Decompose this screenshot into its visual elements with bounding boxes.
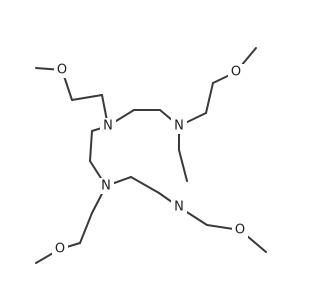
nitrogen-atom-top-right: N (171, 118, 187, 134)
svg-text:O: O (55, 242, 65, 257)
side-chain-bonds (35, 47, 267, 264)
oxygen-atom-top-right: O (228, 64, 244, 80)
bond (71, 94, 103, 101)
svg-text:N: N (103, 119, 113, 134)
oxygen-atom-bottom-left: O (52, 241, 68, 257)
svg-text:N: N (101, 179, 111, 194)
svg-text:O: O (231, 65, 241, 80)
svg-text:N: N (174, 200, 184, 215)
nitrogen-atom-top-left: N (100, 118, 116, 134)
bond (130, 176, 160, 194)
bond (178, 149, 188, 182)
oxygen-atom-top-left: O (54, 62, 70, 78)
atom-labels: N N N N O O O O (52, 62, 248, 257)
oxygen-atom-bottom-right: O (232, 222, 248, 238)
nitrogen-atom-bottom-left: N (98, 178, 114, 194)
svg-text:O: O (57, 63, 67, 78)
bond (79, 212, 93, 244)
svg-text:N: N (174, 119, 184, 134)
structure-diagram: N N N N O O O O (35, 47, 267, 264)
molecule-svg: N N N N O O O O (35, 47, 267, 264)
bond (89, 130, 93, 162)
svg-text:O: O (235, 223, 245, 238)
bond (205, 82, 214, 114)
nitrogen-atom-bottom-right: N (171, 199, 187, 215)
